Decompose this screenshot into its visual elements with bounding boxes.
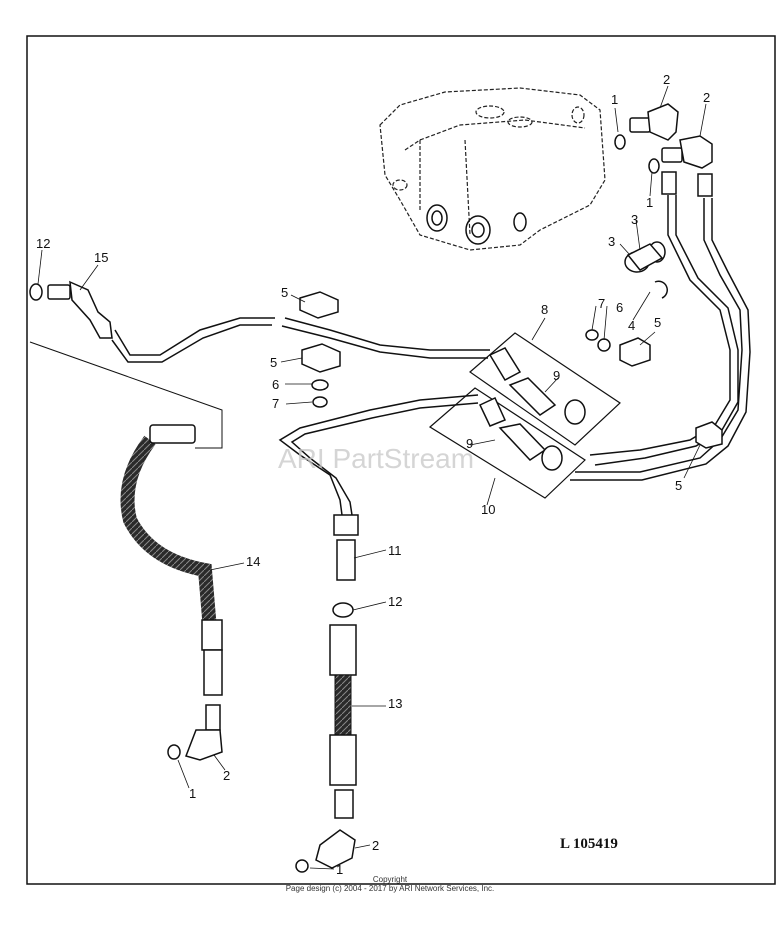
callout-6: 6 <box>272 377 279 392</box>
callout-6: 6 <box>616 300 623 315</box>
callout-9: 9 <box>466 436 473 451</box>
hose-13 <box>295 514 359 873</box>
callout-12: 12 <box>388 594 402 609</box>
elbow-fittings-top <box>614 103 713 197</box>
callout-2: 2 <box>372 838 379 853</box>
diagram-frame <box>26 35 776 885</box>
valve-ports <box>426 204 527 245</box>
callout-2: 2 <box>703 90 710 105</box>
callouts: 1 2 2 1 3 3 4 5 7 6 8 9 9 10 5 12 15 5 5… <box>36 72 710 877</box>
page-design-credit: Page design (c) 2004 - 2017 by ARI Netwo… <box>285 884 495 893</box>
assembly-outline-8 <box>469 332 621 446</box>
hydraulic-line-center <box>278 394 479 516</box>
callout-14: 14 <box>246 554 260 569</box>
callout-10: 10 <box>481 502 495 517</box>
callout-3: 3 <box>631 212 638 227</box>
clamps <box>299 291 723 449</box>
callout-1: 1 <box>336 862 343 877</box>
callout-5: 5 <box>270 355 277 370</box>
callout-1: 1 <box>646 195 653 210</box>
copyright-label: Copyright <box>372 875 408 884</box>
callout-2: 2 <box>223 768 230 783</box>
callout-5: 5 <box>675 478 682 493</box>
callout-11: 11 <box>388 543 402 558</box>
callout-13: 13 <box>388 696 402 711</box>
callout-15: 15 <box>94 250 108 265</box>
callout-leaders <box>37 85 707 870</box>
left-elbow-fitting <box>29 280 113 339</box>
callout-4: 4 <box>628 318 635 333</box>
watermark: ARI PartStream <box>278 443 474 474</box>
callout-1: 1 <box>611 92 618 107</box>
drawing-number: L 105419 <box>560 836 618 852</box>
hydraulic-line-upper-left <box>111 317 490 363</box>
callout-8: 8 <box>541 302 548 317</box>
callout-5: 5 <box>654 315 661 330</box>
leader-lines <box>29 341 223 449</box>
callout-3: 3 <box>608 234 615 249</box>
plugs <box>624 241 668 299</box>
callout-12: 12 <box>36 236 50 251</box>
callout-7: 7 <box>598 296 605 311</box>
callout-9: 9 <box>553 368 560 383</box>
assembly-outline-10 <box>428 387 586 499</box>
callout-1: 1 <box>189 786 196 801</box>
hydraulic-lines-right <box>570 195 751 481</box>
control-valve <box>379 87 606 251</box>
tee-fittings <box>478 347 586 471</box>
callout-2: 2 <box>663 72 670 87</box>
hose-14 <box>120 424 223 761</box>
callout-5: 5 <box>281 285 288 300</box>
callout-7: 7 <box>272 396 279 411</box>
